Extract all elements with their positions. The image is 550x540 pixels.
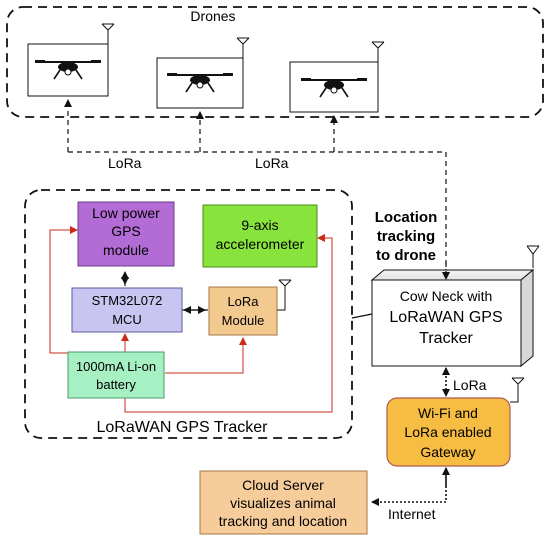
lora-module-line-2: Module bbox=[222, 313, 265, 328]
cloud-line-2: visualizes animal bbox=[230, 495, 336, 511]
mcu-block: STM32L072 MCU bbox=[71, 287, 183, 333]
cow-neck-tracker: Cow Neck with LoRaWAN GPS Tracker bbox=[370, 245, 540, 368]
cloud-line-3: tracking and location bbox=[219, 513, 347, 529]
mcu-line-2: MCU bbox=[112, 312, 142, 327]
cloud-server-block: Cloud Server visualizes animal tracking … bbox=[199, 470, 368, 535]
internet-link bbox=[371, 467, 450, 506]
cow-neck-line-2: LoRaWAN GPS bbox=[389, 309, 502, 326]
power-wires bbox=[49, 226, 333, 413]
gps-line-2: GPS bbox=[111, 223, 141, 239]
gateway-line-3: Gateway bbox=[420, 444, 475, 460]
lora-module-block: LoRa Module bbox=[208, 279, 292, 336]
drone-3 bbox=[289, 41, 385, 113]
accelerometer-block: 9-axis accelerometer bbox=[202, 204, 318, 268]
gateway-line-1: Wi-Fi and bbox=[418, 405, 478, 421]
mcu-line-1: STM32L072 bbox=[92, 293, 163, 308]
lora-module-line-1: LoRa bbox=[227, 294, 259, 309]
lora-link-label-left: LoRa bbox=[108, 155, 142, 171]
drones-group-title: Drones bbox=[190, 8, 235, 24]
tracker-group-title: LoRaWAN GPS Tracker bbox=[96, 419, 268, 436]
lora-drone-links bbox=[64, 99, 447, 276]
lora-link-label-right: LoRa bbox=[255, 155, 289, 171]
cow-neck-line-1: Cow Neck with bbox=[400, 288, 493, 304]
drone-icon bbox=[35, 60, 101, 80]
location-tracking-note: Location tracking to drone bbox=[375, 209, 438, 264]
drone-1 bbox=[27, 23, 115, 97]
antenna-icon bbox=[277, 279, 292, 311]
location-note-line-3: to drone bbox=[376, 247, 436, 264]
antenna-icon bbox=[101, 23, 115, 44]
cloud-line-1: Cloud Server bbox=[242, 477, 324, 493]
gateway-block: Wi-Fi and LoRa enabled Gateway bbox=[386, 377, 525, 467]
antenna-icon bbox=[510, 377, 525, 403]
location-note-line-2: tracking bbox=[377, 228, 435, 245]
gps-line-3: module bbox=[103, 242, 149, 258]
battery-line-2: battery bbox=[96, 377, 136, 392]
tracker-group-border bbox=[24, 189, 353, 439]
location-note-line-1: Location bbox=[375, 209, 438, 226]
lora-gateway-label: LoRa bbox=[453, 377, 487, 393]
accelerometer-line-2: accelerometer bbox=[216, 236, 305, 252]
internet-label: Internet bbox=[388, 506, 436, 522]
antenna-icon bbox=[526, 245, 540, 268]
antenna-icon bbox=[371, 41, 385, 62]
drone-icon bbox=[167, 73, 233, 93]
internal-links bbox=[121, 271, 373, 319]
accelerometer-line-1: 9-axis bbox=[241, 217, 278, 233]
battery-line-1: 1000mA Li-on bbox=[76, 359, 156, 374]
battery-block: 1000mA Li-on battery bbox=[67, 351, 165, 399]
gateway-line-2: LoRa enabled bbox=[404, 424, 491, 440]
drone-2 bbox=[156, 37, 250, 109]
cow-neck-line-3: Tracker bbox=[419, 330, 473, 347]
gps-line-1: Low power bbox=[92, 205, 160, 221]
gps-module-block: Low power GPS module bbox=[77, 201, 175, 267]
antenna-icon bbox=[236, 37, 250, 58]
drone-icon bbox=[301, 78, 367, 98]
